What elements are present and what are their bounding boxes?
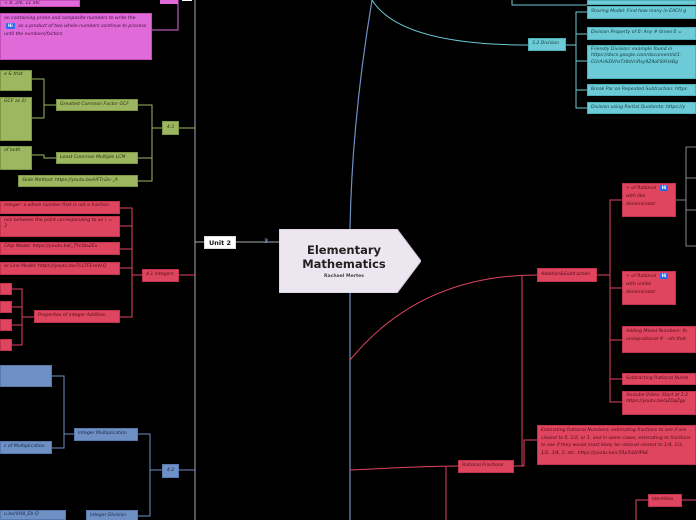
- integers-4-1-node[interactable]: 4.1 Integers: [142, 269, 179, 282]
- pink-fragment-top[interactable]: + 4, 2/6, 11 etc: [0, 0, 80, 7]
- identities-node[interactable]: Identities: [648, 494, 682, 507]
- rational-unlike-denominator-node[interactable]: + of Rational Hi with unlike denominator: [622, 271, 676, 305]
- lcm-node[interactable]: Least Common Multiple LCM: [56, 152, 138, 164]
- youtube-video-node[interactable]: Youtube Video: Start at 3:2 https://yout…: [622, 391, 696, 415]
- connector-blue: [138, 433, 162, 517]
- rational-unlike-text: + of Rational Hi with unlike denominator: [626, 273, 669, 295]
- number-line-model-node[interactable]: er Line Model: https://youtu.be/7LLTFEre…: [0, 262, 120, 275]
- connector-olive-gcf: [138, 104, 162, 182]
- integer-division-node[interactable]: Integer Division: [86, 510, 138, 520]
- olive-fragment-3[interactable]: of both: [0, 146, 32, 170]
- chip-model-node[interactable]: Chip Model: https://youtu.be/_7Ycfda2Ex: [0, 242, 120, 255]
- connector-top: [349, 0, 373, 230]
- property-stub-2[interactable]: [0, 301, 12, 313]
- rational-fractions-node[interactable]: Rational Fractions: [458, 460, 514, 473]
- olive-hub-4-3[interactable]: 4.3: [162, 121, 179, 135]
- absolute-value-node[interactable]: nce between the point corresponding to a…: [0, 216, 120, 237]
- repeated-subtraction-node[interactable]: Break Par on Repeated Subtraction: https: [587, 84, 696, 96]
- rational-like-denominator-node[interactable]: + of Rational Hi with like denominator: [622, 183, 676, 217]
- sharing-model-node[interactable]: Sharing Model: Find how many in EACH g: [587, 6, 696, 19]
- gcf-node[interactable]: Greatest Common Factor GCF: [56, 99, 138, 111]
- division-property-node[interactable]: Division Property of 0: Any # times 0 =: [587, 27, 696, 40]
- friendly-division-node[interactable]: Friendly Division: example found in http…: [587, 45, 696, 79]
- pink-tab: [160, 0, 178, 4]
- main-title-line-2: Mathematics: [302, 257, 386, 271]
- connector-red-like: [676, 146, 696, 247]
- hi-badge-unlike: Hi: [659, 273, 669, 279]
- connector-blue-2: [52, 375, 74, 449]
- connector-red-add: [597, 199, 622, 403]
- olive-fragment-1[interactable]: e & that: [0, 70, 32, 91]
- connector-teal-children: [511, 0, 587, 109]
- property-stub-3[interactable]: [0, 319, 12, 331]
- pink-tab-highlight: [182, 0, 192, 1]
- multiplication-fragment-node[interactable]: c of Multiplication: [0, 441, 52, 454]
- connector-right-teal: [371, 0, 529, 46]
- subtracting-rational-node[interactable]: Subtracting Rational Numb: [622, 373, 696, 385]
- addition-subtraction-node[interactable]: Addition&Subtraction: [537, 268, 597, 282]
- factor-tree-text: on containing prime and composite number…: [4, 16, 147, 37]
- main-topic-shape: [279, 229, 421, 293]
- division-3-2-node[interactable]: 3.2 Division: [528, 38, 566, 51]
- blue-link-fragment[interactable]: u.be/VH8_Eb-Q: [0, 510, 66, 520]
- olive-fragment-2[interactable]: GCF as 2): [0, 97, 32, 141]
- connector-red-props: [12, 288, 34, 346]
- author-name: Rachael Mertes: [323, 274, 365, 279]
- blue-hub-4-2[interactable]: 4.2: [162, 464, 179, 478]
- connector-olive-frags: [32, 78, 56, 159]
- integer-definition-node[interactable]: integer: a whole number that is not a fr…: [0, 201, 120, 214]
- partial-quotients-node[interactable]: Division using Partial Quotients: https:…: [587, 102, 696, 114]
- property-stub-1[interactable]: [0, 283, 12, 295]
- hi-badge: Hi: [6, 23, 15, 29]
- connector-pink: [152, 0, 179, 31]
- factor-tree-node[interactable]: on containing prime and composite number…: [0, 13, 152, 60]
- blue-fragment-block[interactable]: [0, 365, 52, 387]
- collapsed-count-badge[interactable]: 3: [264, 238, 269, 245]
- connector-red-41: [120, 207, 142, 318]
- connector-left-trunk: [194, 0, 204, 520]
- mixed-numbers-node[interactable]: Adding Mixed Numbers: fo unnoprational #…: [622, 326, 696, 353]
- hi-badge-like: Hi: [659, 185, 669, 191]
- main-topic-node[interactable]: Elementary Mathematics Rachael Mertes: [279, 229, 421, 293]
- property-stub-4[interactable]: [0, 339, 12, 351]
- slide-method-node[interactable]: Slide Method: https://youtu.be/HFTn2v-_A: [18, 175, 138, 187]
- integer-addition-properties-node[interactable]: Properties of integer Addition: [34, 310, 120, 323]
- unit-2-node[interactable]: Unit 2: [204, 236, 236, 249]
- main-title-line-1: Elementary: [307, 243, 381, 257]
- integer-multiplication-node[interactable]: Integer Multiplication: [74, 428, 138, 441]
- rational-like-text: + of Rational Hi with like denominator: [626, 185, 669, 207]
- connector-identities: [635, 499, 696, 520]
- connector-red-rational: [349, 276, 537, 520]
- teal-stub-top[interactable]: [587, 0, 696, 5]
- connector-right-red: [349, 274, 538, 361]
- estimating-rational-node[interactable]: Estimating Rational Numbers: estimating …: [537, 425, 696, 465]
